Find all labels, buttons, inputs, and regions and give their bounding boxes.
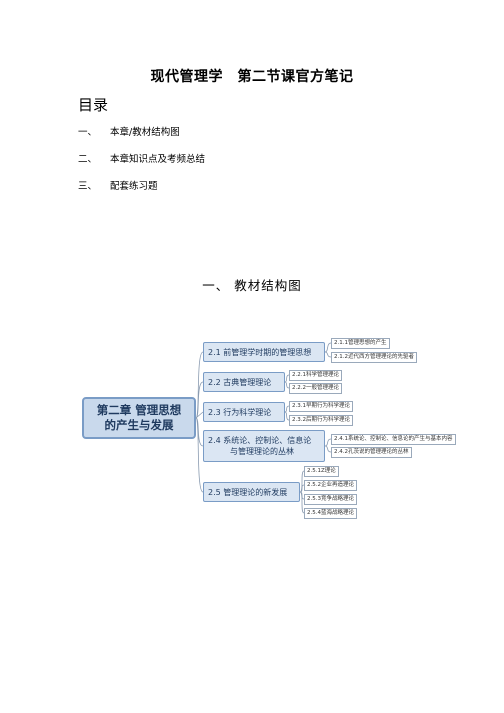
connector-root-branch1 — [195, 351, 204, 419]
mindmap-leaf: 2.2.1科学管理理论 — [289, 370, 342, 381]
mindmap-leaf: 2.1.2近代西方管理理论的先驱者 — [331, 352, 417, 363]
mindmap-leaf: 2.3.1早期行为科学理论 — [289, 401, 353, 412]
toc-item-number: 三、 — [78, 181, 98, 192]
mindmap-connectors — [195, 342, 332, 514]
branch-label-line2: 与管理理论的丛林 — [230, 447, 294, 456]
mindmap-leaf: 2.2.2一般管理理论 — [289, 383, 342, 394]
mindmap-branch-2-1: 2.1 前管理学时期的管理思想 — [203, 342, 325, 362]
toc-item-number: 一、 — [78, 127, 98, 138]
toc-item-label: 本章知识点及考频总结 — [110, 154, 206, 165]
branch-label-line1: 2.4 系统论、控制论、信息论 — [208, 436, 312, 445]
connector-root-branch5 — [195, 417, 204, 493]
mindmap-leaf: 2.5.1Z理论 — [304, 466, 339, 477]
toc-item: 二、 本章知识点及考频总结 — [78, 151, 205, 165]
mindmap-leaf: 2.1.1管理思想的产生 — [331, 338, 390, 349]
toc-item-label: 配套练习题 — [110, 181, 158, 192]
toc-item-number: 二、 — [78, 154, 98, 165]
document-title: 现代管理学 第二节课官方笔记 — [150, 69, 354, 85]
toc-item-label: 本章/教材结构图 — [110, 127, 180, 138]
toc-item: 一、 本章/教材结构图 — [78, 124, 180, 138]
connector-b2-l2 — [284, 381, 290, 389]
connector-b4-l2 — [324, 445, 332, 453]
branch-label: 2.5 管理理论的新发展 — [208, 487, 288, 497]
branch-label: 2.3 行为科学理论 — [208, 407, 272, 417]
mindmap-branch-2-4: 2.4 系统论、控制论、信息论 与管理理论的丛林 — [203, 430, 325, 462]
connector-b3-l2 — [284, 411, 290, 421]
mindmap-leaf: 2.3.2后期行为科学理论 — [289, 415, 353, 426]
connector-root-branch3 — [195, 411, 204, 419]
section-heading-structure: 一、 教材结构图 — [202, 278, 302, 293]
mindmap-branch-2-5: 2.5 管理理论的新发展 — [203, 482, 300, 502]
mindmap-leaf: 2.5.4蓝海战略理论 — [304, 508, 357, 519]
mindmap-leaf: 2.5.2企业再造理论 — [304, 480, 357, 491]
mindmap-leaf: 2.5.3竞争战略理论 — [304, 494, 357, 505]
branch-label: 2.2 古典管理理论 — [208, 377, 272, 387]
mindmap-root-node: 第二章 管理思想 的产生与发展 — [82, 397, 196, 439]
mindmap-leaf: 2.4.1系统论、控制论、信息论的产生与基本内容 — [331, 434, 456, 445]
connector-b5-l4 — [299, 491, 305, 514]
toc-heading: 目录 — [78, 96, 109, 114]
root-title-line2: 的产生与发展 — [104, 418, 174, 432]
mindmap-branch-2-3: 2.3 行为科学理论 — [203, 402, 285, 422]
mindmap-branch-2-2: 2.2 古典管理理论 — [203, 372, 285, 392]
toc-item: 三、 配套练习题 — [78, 178, 158, 192]
connector-b1-l2 — [324, 351, 332, 358]
branch-label: 2.1 前管理学时期的管理思想 — [208, 347, 312, 357]
mindmap-leaf: 2.4.2孔茨说的管理理论的丛林 — [331, 447, 412, 458]
root-title-line1: 第二章 管理思想 — [96, 403, 182, 417]
